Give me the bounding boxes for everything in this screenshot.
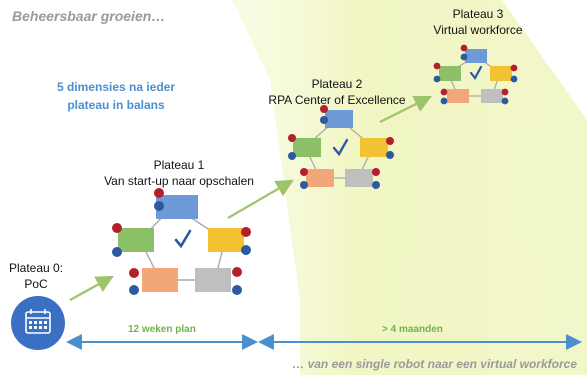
- node-green: [293, 138, 321, 157]
- plateau-0-subtitle: PoC: [24, 277, 48, 291]
- plateau-2-cluster: [288, 105, 394, 189]
- node-yellow: [490, 66, 512, 81]
- dimensions-note: 5 dimensies na ieder plateau in balans: [56, 80, 176, 112]
- node-orange: [447, 89, 469, 103]
- plateau-0-label: Plateau 0: PoC: [6, 260, 66, 292]
- node-blue: [325, 110, 353, 128]
- plateau-3-label: Plateau 3 Virtual workforce: [418, 6, 538, 38]
- plateau-1-cluster: [112, 188, 251, 295]
- checkmark-icon: [174, 229, 192, 249]
- node-badges: [288, 105, 394, 189]
- arrow-p2-p3: [379, 96, 432, 123]
- arrow-p0-p1: [69, 275, 114, 301]
- node-green: [439, 66, 461, 81]
- calendar-icon: [11, 296, 65, 350]
- node-badges: [433, 44, 518, 105]
- timeline-phase-1-label: 12 weken plan: [128, 324, 196, 335]
- node-grey: [345, 169, 373, 187]
- arrow-p1-p2: [227, 179, 294, 219]
- plateau-1-name: Plateau 1: [153, 158, 205, 172]
- plateau-2-subtitle: RPA Center of Excellence: [268, 93, 406, 107]
- node-green: [118, 228, 154, 252]
- plateau-2-label: Plateau 2 RPA Center of Excellence: [262, 76, 412, 108]
- page-title: Beheersbaar groeien…: [12, 8, 166, 24]
- plateau-2-name: Plateau 2: [311, 77, 363, 91]
- checkmark-icon: [332, 138, 349, 157]
- plateau-1-label: Plateau 1 Van start-up naar opschalen: [96, 157, 262, 189]
- node-orange: [142, 268, 178, 292]
- node-badges: [112, 188, 251, 295]
- plateau-3-name: Plateau 3: [452, 7, 504, 21]
- node-blue: [465, 49, 487, 63]
- plateau-0-name: Plateau 0:: [8, 261, 64, 275]
- node-grey: [195, 268, 231, 292]
- plateau-3-cluster: [433, 44, 518, 105]
- footer-subtitle: … van een single robot naar een virtual …: [292, 357, 577, 371]
- node-orange: [306, 169, 334, 187]
- checkmark-icon: [469, 65, 483, 80]
- node-yellow: [360, 138, 388, 157]
- plateau-3-subtitle: Virtual workforce: [433, 23, 523, 37]
- node-grey: [481, 89, 503, 103]
- growth-highlight: [232, 0, 587, 375]
- node-yellow: [208, 228, 244, 252]
- timeline-phase-2-label: > 4 maanden: [382, 324, 443, 335]
- plateau-1-subtitle: Van start-up naar opschalen: [104, 174, 254, 188]
